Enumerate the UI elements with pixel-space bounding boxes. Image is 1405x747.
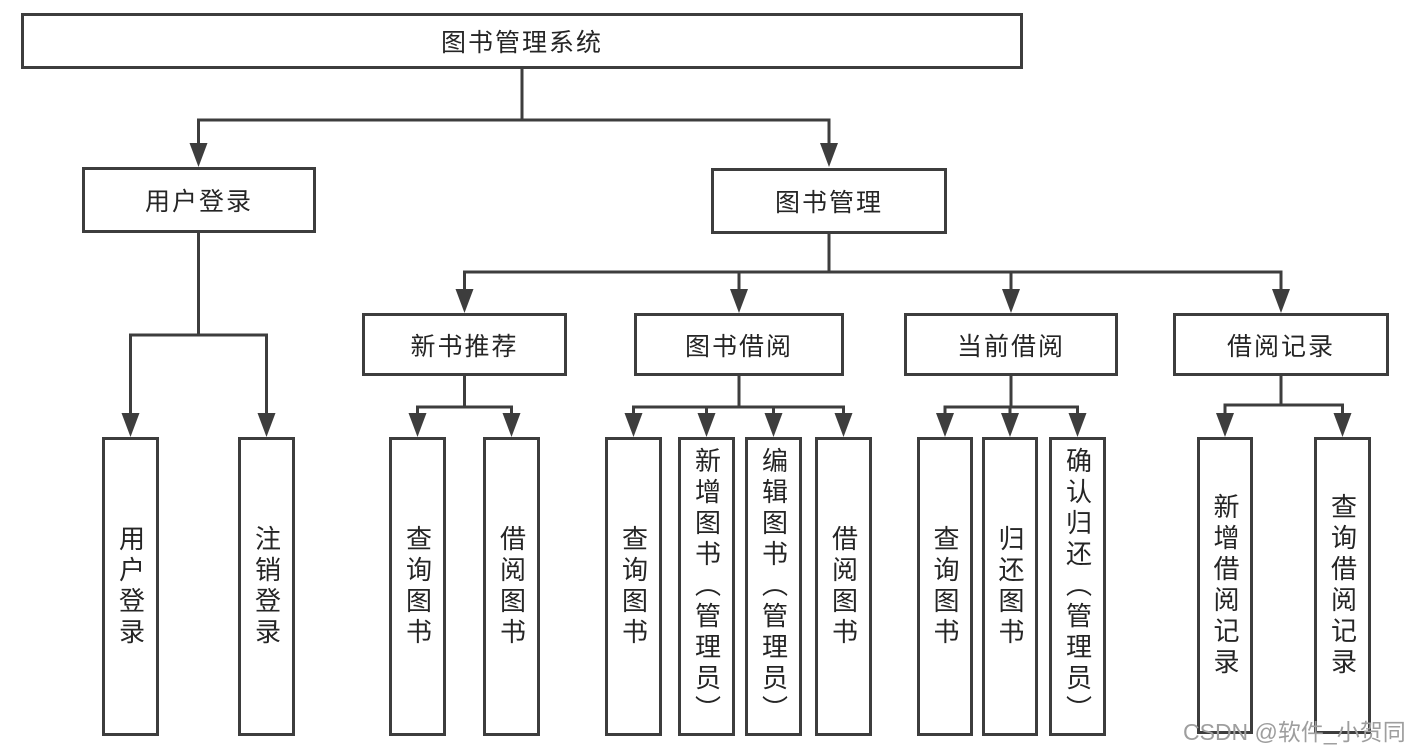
leaf-confirm-return-admin-label: 确认归还（管理员）: [1062, 447, 1093, 726]
node-borrow-records-label: 借阅记录: [1226, 332, 1335, 361]
leaf-user-login-label: 用户登录: [115, 524, 146, 649]
node-borrow-records: 借阅记录: [1173, 313, 1389, 376]
leaf-add-borrow-record-label: 新增借阅记录: [1210, 492, 1240, 679]
leaf-borrow-books: 借阅图书: [815, 437, 872, 736]
leaf-query-books-borrow-label: 查询图书: [618, 524, 649, 649]
node-current-borrow-label: 当前借阅: [956, 332, 1065, 361]
node-book-borrow: 图书借阅: [634, 313, 844, 376]
node-new-book-recommend: 新书推荐: [362, 313, 567, 376]
leaf-query-books-current-label: 查询图书: [930, 524, 960, 649]
leaf-edit-books-admin: 编辑图书（管理员）: [745, 437, 802, 736]
leaf-logout: 注销登录: [238, 437, 295, 736]
leaf-borrow-books-recommend: 借阅图书: [483, 437, 540, 736]
watermark: CSDN @软件_小贺同学: [1183, 719, 1405, 745]
leaf-add-borrow-record: 新增借阅记录: [1197, 437, 1253, 734]
leaf-query-borrow-record-label: 查询借阅记录: [1327, 492, 1358, 679]
node-new-book-recommend-label: 新书推荐: [410, 332, 519, 361]
node-book-management: 图书管理: [711, 168, 947, 234]
leaf-query-books-current: 查询图书: [917, 437, 973, 736]
leaf-add-books-admin: 新增图书（管理员）: [678, 437, 735, 736]
node-current-borrow: 当前借阅: [904, 313, 1118, 376]
leaf-borrow-books-label: 借阅图书: [828, 524, 859, 649]
leaf-edit-books-admin-label: 编辑图书（管理员）: [758, 447, 789, 726]
leaf-user-login: 用户登录: [102, 437, 159, 736]
node-user-login: 用户登录: [82, 167, 316, 233]
leaf-query-borrow-record: 查询借阅记录: [1314, 437, 1371, 734]
node-user-login-label: 用户登录: [144, 188, 253, 216]
leaf-logout-label: 注销登录: [251, 524, 282, 649]
leaf-return-books-label: 归还图书: [995, 524, 1025, 649]
leaf-query-books-recommend-label: 查询图书: [402, 524, 433, 649]
node-root-label: 图书管理系统: [440, 29, 603, 57]
leaf-confirm-return-admin: 确认归还（管理员）: [1049, 437, 1106, 736]
node-root: 图书管理系统: [21, 13, 1023, 69]
leaf-add-books-admin-label: 新增图书（管理员）: [691, 447, 722, 726]
node-book-borrow-label: 图书借阅: [684, 332, 793, 361]
node-book-management-label: 图书管理: [774, 189, 883, 217]
leaf-query-books-recommend: 查询图书: [389, 437, 446, 736]
leaf-query-books-borrow: 查询图书: [605, 437, 662, 736]
leaf-return-books: 归还图书: [982, 437, 1038, 736]
leaf-borrow-books-recommend-label: 借阅图书: [496, 524, 527, 649]
